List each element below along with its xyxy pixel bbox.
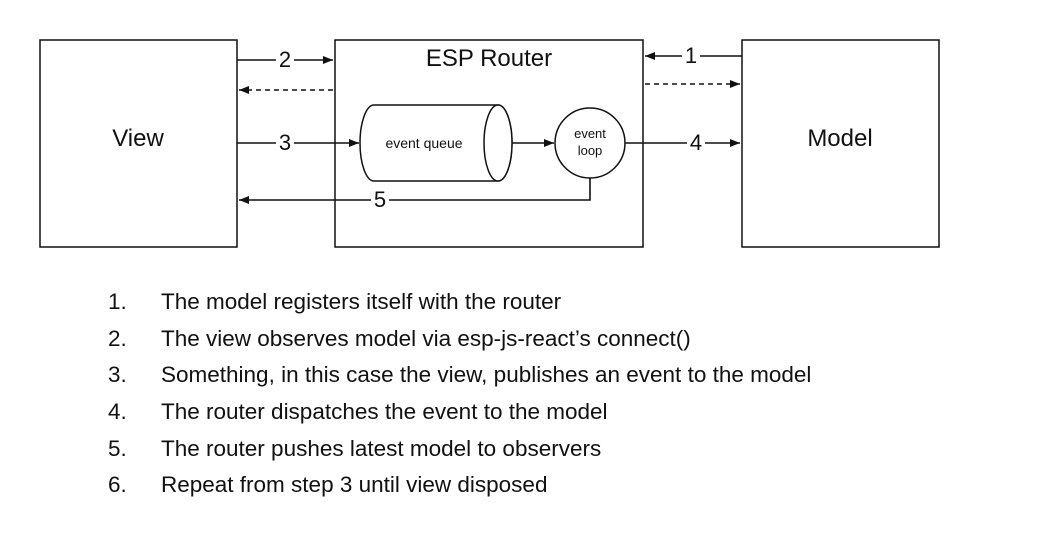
event-queue-cylinder [359,104,513,182]
model-box [741,39,940,248]
step-text: Something, in this case the view, publis… [161,362,812,388]
step-item: 5. The router pushes latest model to obse… [108,430,811,467]
arrow-1-label: 1 [685,43,697,68]
arrow-2-label: 2 [279,47,291,72]
event-queue-label: event queue [385,135,462,151]
view-box [39,39,238,248]
step-item: 4. The router dispatches the event to the… [108,394,811,431]
event-loop-label-line1: event [574,126,606,141]
step-number: 2. [108,325,127,351]
step-number: 6. [108,472,127,498]
arrow-3-label: 3 [279,130,291,155]
step-number: 3. [108,362,127,388]
step-item: 6. Repeat from step 3 until view disposed [108,467,811,504]
step-text: Repeat from step 3 until view disposed [161,472,548,498]
arrow-4-label: 4 [690,130,702,155]
step-text: The router dispatches the event to the m… [161,399,608,425]
router-title: ESP Router [426,45,552,72]
step-text: The router pushes latest model to observ… [161,435,602,461]
step-number: 4. [108,399,127,425]
step-number: 1. [108,289,127,315]
step-text: The view observes model via esp-js-react… [161,325,691,351]
steps-list: 1. The model registers itself with the ro… [108,284,811,504]
step-item: 2. The view observes model via esp-js-rea… [108,321,811,358]
step-item: 1. The model registers itself with the ro… [108,284,811,321]
model-label: Model [807,125,872,152]
event-loop-label-line2: loop [578,143,603,158]
step-text: The model registers itself with the rout… [161,289,562,315]
step-item: 3. Something, in this case the view, publ… [108,357,811,394]
esp-router-diagram: View ESP Router Model event queue event … [39,39,940,248]
view-label: View [112,125,164,152]
arrow-5 [239,178,591,204]
step-number: 5. [108,435,127,461]
arrow-5-label: 5 [374,187,386,212]
